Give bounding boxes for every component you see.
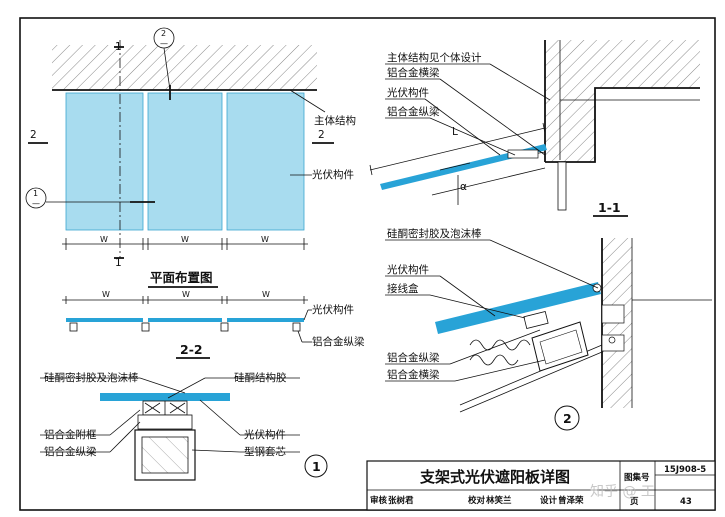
d2-label-junction-box: 接线盒	[387, 282, 419, 295]
detail-1-number-circle	[304, 454, 328, 478]
plan-title: 平面布置图	[150, 270, 213, 285]
check-label: 校对	[468, 495, 486, 506]
detail-1-number: 1	[312, 459, 321, 474]
s11-label-pv: 光伏构件	[387, 86, 429, 99]
check-name: 林笑兰	[486, 495, 512, 506]
pv-panel-section	[227, 318, 304, 322]
s11-label-structure-note: 主体结构见个体设计	[387, 51, 482, 64]
design-label: 设计	[540, 495, 558, 506]
svg-text:W: W	[102, 290, 110, 299]
svg-text:W: W	[262, 290, 270, 299]
plan-dim-w: W	[181, 235, 189, 244]
svg-text:W: W	[182, 290, 190, 299]
s22-label-longitudinal: 铝合金纵梁	[312, 335, 365, 348]
longitudinal-beam	[292, 322, 301, 332]
pv-panel-section	[66, 318, 143, 322]
s11-beam	[507, 149, 539, 159]
pv-panel	[65, 92, 144, 231]
pv-panel	[226, 92, 305, 231]
d2-label-sealant: 硅酮密封胶及泡沫棒	[387, 227, 482, 240]
plan-dim-w: W	[100, 235, 108, 244]
svg-text:2: 2	[161, 29, 166, 38]
detail-callout-1	[25, 187, 47, 209]
detail-1: 硅酮密封胶及泡沫棒 硅酮结构胶 铝合金附框 铝合金纵梁 光伏构件 型钢套芯 1	[40, 371, 328, 481]
review-name: 张树君	[388, 495, 414, 506]
design-name: 曾泽荣	[558, 495, 584, 506]
plan-dim-w: W	[261, 235, 269, 244]
longitudinal-beam	[141, 322, 150, 332]
longitudinal-beam	[69, 322, 78, 332]
pv-panel-section	[148, 318, 222, 322]
d2-label-cross-beam: 铝合金横梁	[387, 368, 440, 381]
plan-label-pv: 光伏构件	[312, 168, 354, 181]
watermark: 知乎 @ 工	[590, 483, 655, 500]
pv-panel-angled	[380, 144, 547, 190]
s11-dim-l: L	[452, 126, 458, 138]
drawing-title: 支架式光伏遮阳板详图	[419, 468, 570, 486]
section-mark-1-bottom: 1	[115, 257, 122, 269]
s11-label-cross-beam: 铝合金横梁	[387, 66, 440, 79]
detail-2: 硅酮密封胶及泡沫棒 光伏构件 接线盒 铝合金纵梁 铝合金横梁 2	[385, 227, 712, 431]
section-mark-2-right: 2	[318, 129, 325, 141]
review-label: 审核	[370, 495, 388, 506]
s11-label-longitudinal: 铝合金纵梁	[387, 105, 440, 118]
page-no: 43	[680, 497, 692, 507]
d2-cable	[469, 339, 531, 351]
plan-view: 1 1 2 2 2 — 1 — 主体结构 光伏构件 W W W 平	[25, 27, 356, 288]
s11-structure-hatch	[545, 40, 700, 162]
pv-glass-detail2	[435, 282, 601, 334]
d1-label-sealant: 硅酮密封胶及泡沫棒	[44, 371, 139, 384]
atlas-label: 图集号	[624, 472, 650, 483]
d1-label-pv: 光伏构件	[244, 428, 286, 441]
section-mark-2-left: 2	[30, 129, 37, 141]
plan-label-main-structure: 主体结构	[314, 114, 356, 127]
plan-structure-hatch	[52, 45, 317, 90]
pv-panel	[147, 92, 223, 231]
d2-junction-box	[523, 311, 549, 329]
section-2-2-title: 2-2	[180, 342, 203, 357]
d2-label-pv: 光伏构件	[387, 263, 429, 276]
detail-2-number: 2	[563, 411, 572, 426]
d1-label-steel-core: 型钢套芯	[244, 445, 286, 458]
longitudinal-beam	[220, 322, 229, 332]
title-block: 支架式光伏遮阳板详图 图集号 15J908-5 页 43 审核 张树君 校对 林…	[366, 460, 716, 511]
svg-text:—: —	[160, 39, 168, 48]
section-2-2: W W W 光伏构件 铝合金纵梁 2-2	[62, 290, 365, 359]
d1-label-longitudinal: 铝合金纵梁	[44, 445, 97, 458]
d2-label-longitudinal: 铝合金纵梁	[387, 351, 440, 364]
detail-2-number-circle	[554, 405, 580, 431]
section-1-1: L α 主体结构见个体设计 铝合金横梁 光伏构件 铝合金纵梁 1-1	[369, 40, 700, 217]
d1-label-attach-frame: 铝合金附框	[44, 428, 97, 441]
svg-text:—: —	[32, 199, 40, 208]
atlas-no: 15J908-5	[664, 465, 706, 475]
page-label: 页	[630, 497, 639, 507]
s11-angle: α	[460, 181, 467, 193]
section-1-1-title: 1-1	[598, 200, 621, 215]
d2-cross-beam	[531, 321, 589, 372]
section-mark-1-top: 1	[115, 41, 122, 53]
pv-glass-detail1	[100, 393, 230, 401]
s22-label-pv: 光伏构件	[312, 303, 354, 316]
d1-label-structural-glue: 硅酮结构胶	[234, 371, 287, 384]
svg-text:1: 1	[33, 189, 38, 198]
